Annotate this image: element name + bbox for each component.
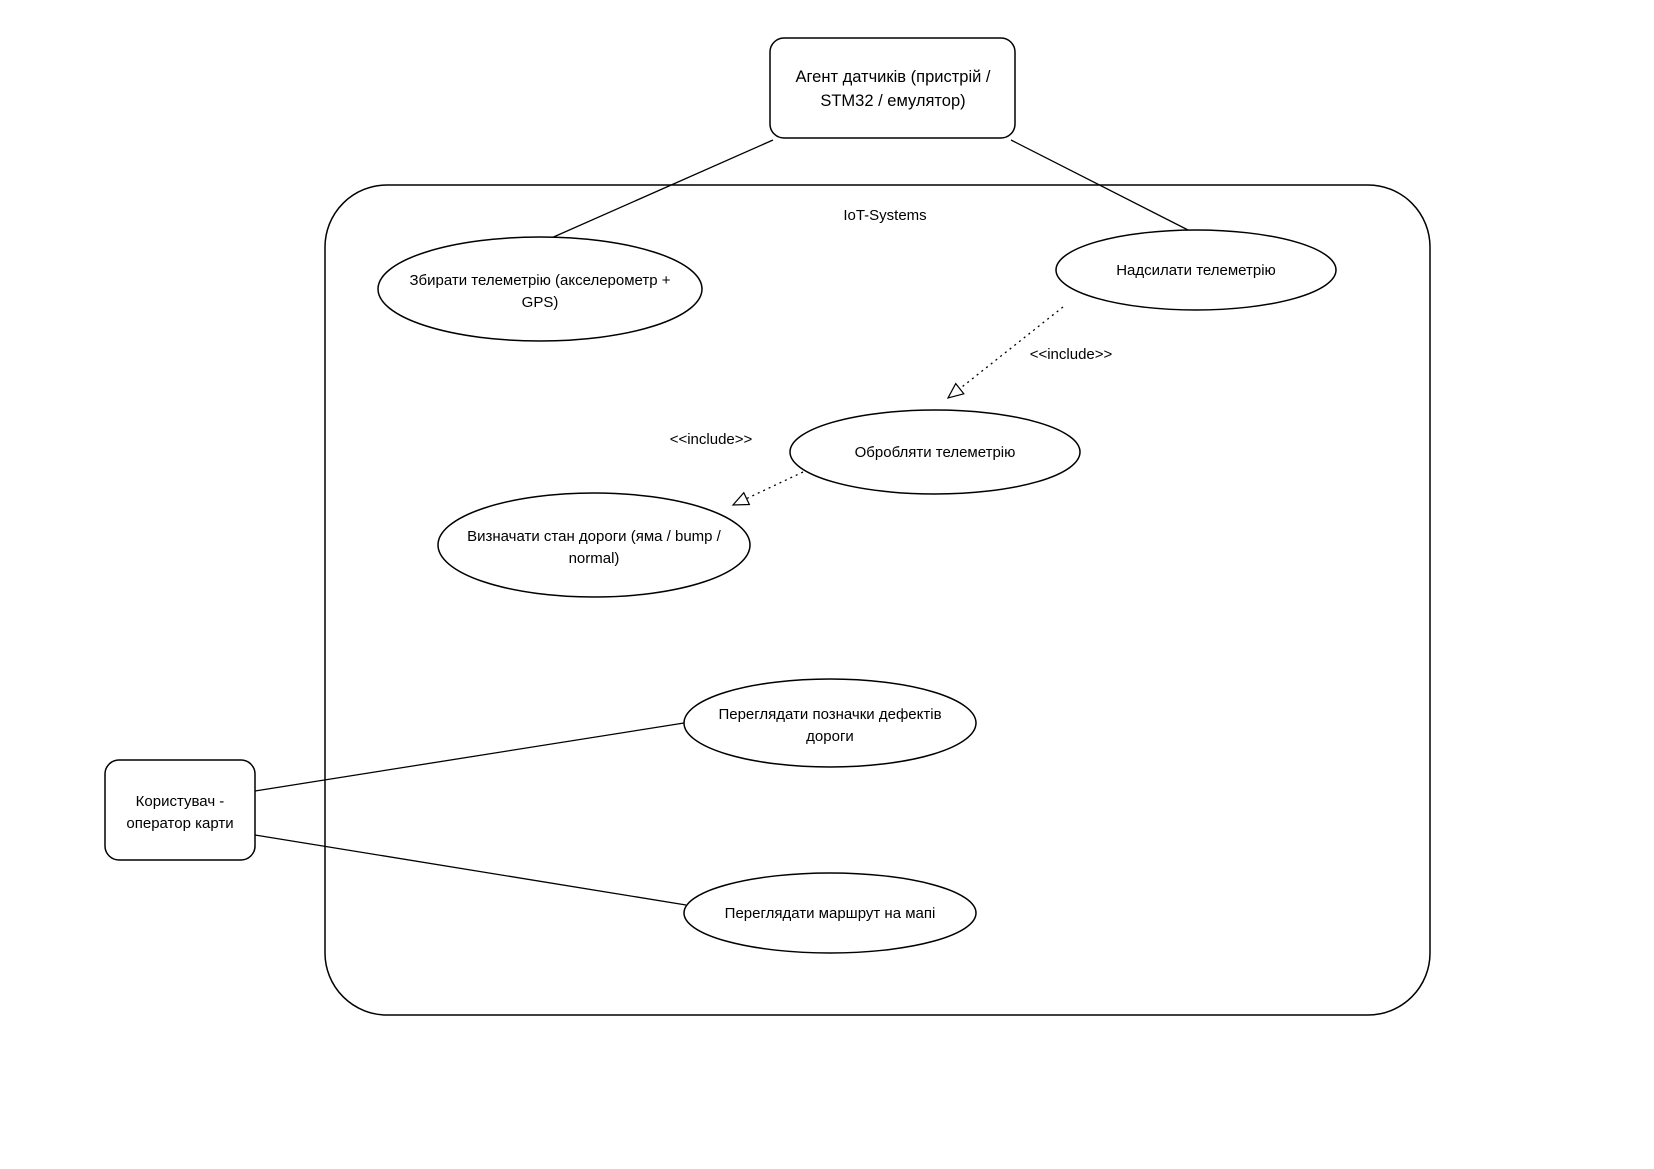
usecase-collect-telemetry-label-line2: GPS)	[522, 294, 559, 311]
usecase-send-telemetry-ellipse	[1055, 229, 1337, 311]
usecase-process-telemetry-ellipse	[789, 409, 1081, 495]
usecase-collect-telemetry-label-line1: Збирати телеметрію (акселерометр +	[409, 272, 670, 289]
include-edge-send-process	[946, 306, 1064, 399]
usecase-detect-road-state: Визначати стан дороги (яма / bump / norm…	[437, 492, 751, 598]
usecase-process-telemetry: Обробляти телеметрію	[789, 409, 1081, 495]
usecase-view-route-on-map-ellipse	[683, 872, 977, 954]
usecase-view-route-on-map-label: Переглядати маршрут на мапі	[725, 905, 936, 922]
usecase-view-route-on-map: Переглядати маршрут на мапі	[683, 872, 977, 954]
include-edge-process-detect	[731, 471, 804, 506]
usecase-process-telemetry-label: Обробляти телеметрію	[855, 444, 1016, 461]
system-boundary-label: IoT-Systems	[843, 207, 926, 224]
usecase-view-defect-marks-label-line2: дороги	[806, 728, 854, 745]
actor-sensor-agent-label-line2: STM32 / емулятор)	[820, 92, 965, 110]
association-user-view-defects	[254, 722, 685, 792]
usecase-send-telemetry: Надсилати телеметрію	[1055, 229, 1337, 311]
usecase-detect-road-state-label-line1: Визначати стан дороги (яма / bump /	[467, 528, 722, 545]
usecase-view-defect-marks: Переглядати позначки дефектів дороги	[683, 678, 977, 768]
actor-map-operator-label-line2: оператор карти	[126, 815, 233, 832]
actor-sensor-agent-label-line1: Агент датчиків (пристрій /	[796, 68, 991, 86]
actor-sensor-agent: Агент датчиків (пристрій / STM32 / емуля…	[769, 37, 1016, 139]
include-label-send-process: <<include>>	[1030, 346, 1113, 363]
usecase-view-defect-marks-label-line1: Переглядати позначки дефектів	[718, 706, 941, 723]
usecase-view-defect-marks-ellipse	[683, 678, 977, 768]
system-boundary	[324, 184, 1431, 1016]
actor-map-operator: Користувач - оператор карти	[104, 759, 256, 861]
actor-map-operator-label-line1: Користувач -	[136, 793, 225, 810]
usecase-send-telemetry-label: Надсилати телеметрію	[1116, 262, 1276, 279]
usecase-detect-road-state-label-line2: normal)	[569, 550, 620, 567]
actor-map-operator-box	[104, 759, 256, 861]
actor-sensor-agent-box	[769, 37, 1016, 139]
usecase-collect-telemetry-ellipse	[377, 236, 703, 342]
usecase-detect-road-state-ellipse	[437, 492, 751, 598]
association-agent-collect	[548, 139, 774, 240]
association-user-view-route	[254, 834, 687, 906]
usecase-collect-telemetry: Збирати телеметрію (акселерометр + GPS)	[377, 236, 703, 342]
include-label-process-detect: <<include>>	[670, 431, 753, 448]
association-agent-send	[1010, 139, 1191, 232]
